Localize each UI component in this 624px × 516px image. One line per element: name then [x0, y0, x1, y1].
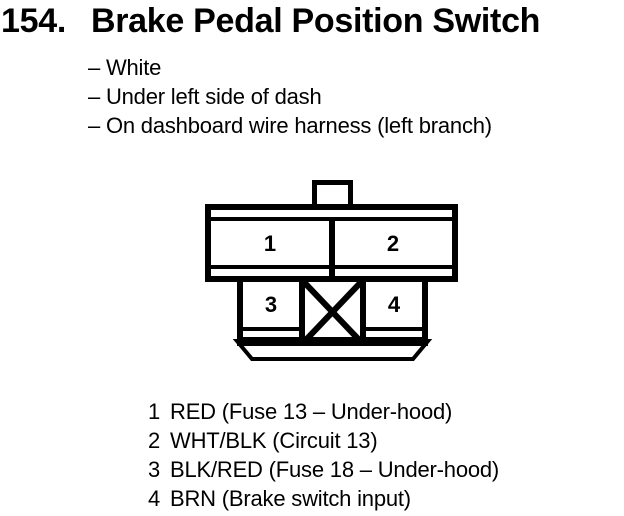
- location-notes: – White – Under left side of dash – On d…: [88, 53, 492, 140]
- connector-pin-numbers: 1 2 3 4: [264, 231, 401, 317]
- item-number: 154.: [1, 2, 66, 40]
- pin-2-number: 2: [387, 231, 399, 256]
- legend-pin-number: 1: [148, 399, 161, 424]
- pin-1-number: 1: [264, 231, 276, 256]
- item-title: Brake Pedal Position Switch: [91, 2, 541, 40]
- pin-4-number: 4: [388, 292, 401, 317]
- legend-pin-number: 3: [148, 457, 161, 482]
- legend-wire-desc: RED (Fuse 13 – Under-hood): [170, 399, 453, 424]
- blocked-cavity-x: [299, 277, 366, 347]
- latch-tab: [312, 180, 353, 209]
- legend-row-2: 2 WHT/BLK (Circuit 13): [148, 426, 499, 455]
- pin-legend: 1 RED (Fuse 13 – Under-hood) 2 WHT/BLK (…: [148, 397, 499, 513]
- note-color: – White: [88, 55, 162, 80]
- legend-wire-desc: BRN (Brake switch input): [170, 486, 411, 511]
- connector-outline: [205, 180, 458, 361]
- page-title: 154. Brake Pedal Position Switch: [1, 2, 540, 41]
- legend-pin-number: 4: [148, 486, 161, 511]
- legend-row-4: 4 BRN (Brake switch input): [148, 484, 499, 513]
- connector-diagram: 1 2 3 4: [205, 180, 458, 361]
- note-harness: – On dashboard wire harness (left branch…: [88, 113, 492, 138]
- legend-row-1: 1 RED (Fuse 13 – Under-hood): [148, 397, 499, 426]
- pin-3-number: 3: [265, 292, 277, 317]
- note-location: – Under left side of dash: [88, 84, 322, 109]
- base-bar: [237, 337, 428, 346]
- legend-pin-number: 2: [148, 428, 161, 453]
- legend-wire-desc: WHT/BLK (Circuit 13): [170, 428, 378, 453]
- legend-wire-desc: BLK/RED (Fuse 18 – Under-hood): [170, 457, 500, 482]
- legend-row-3: 3 BLK/RED (Fuse 18 – Under-hood): [148, 455, 499, 484]
